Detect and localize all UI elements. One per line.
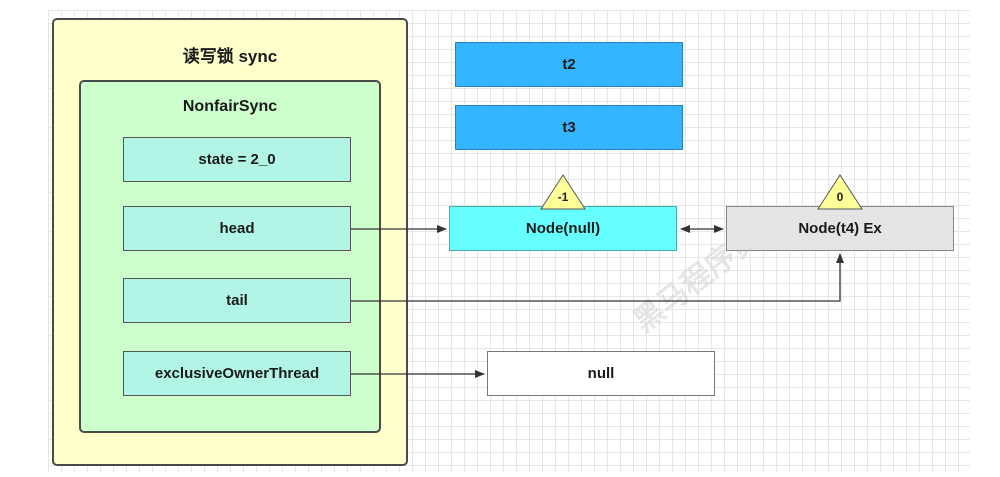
thread-t2: t2 bbox=[455, 42, 683, 87]
nonfair-sync-title: NonfairSync bbox=[182, 98, 278, 115]
null-box: null bbox=[487, 351, 715, 396]
node-null: Node(null) bbox=[449, 206, 677, 251]
exclusive-owner-thread-field: exclusiveOwnerThread bbox=[123, 351, 351, 396]
sync-title: 读写锁 sync bbox=[182, 47, 278, 66]
node-null-wait-status: -1 bbox=[557, 190, 569, 204]
thread-t3: t3 bbox=[455, 105, 683, 150]
node-t4-wait-status: 0 bbox=[836, 190, 844, 204]
tail-field: tail bbox=[123, 278, 351, 323]
node-t4: Node(t4) Ex bbox=[726, 206, 954, 251]
state-field: state = 2_0 bbox=[123, 137, 351, 182]
head-field: head bbox=[123, 206, 351, 251]
